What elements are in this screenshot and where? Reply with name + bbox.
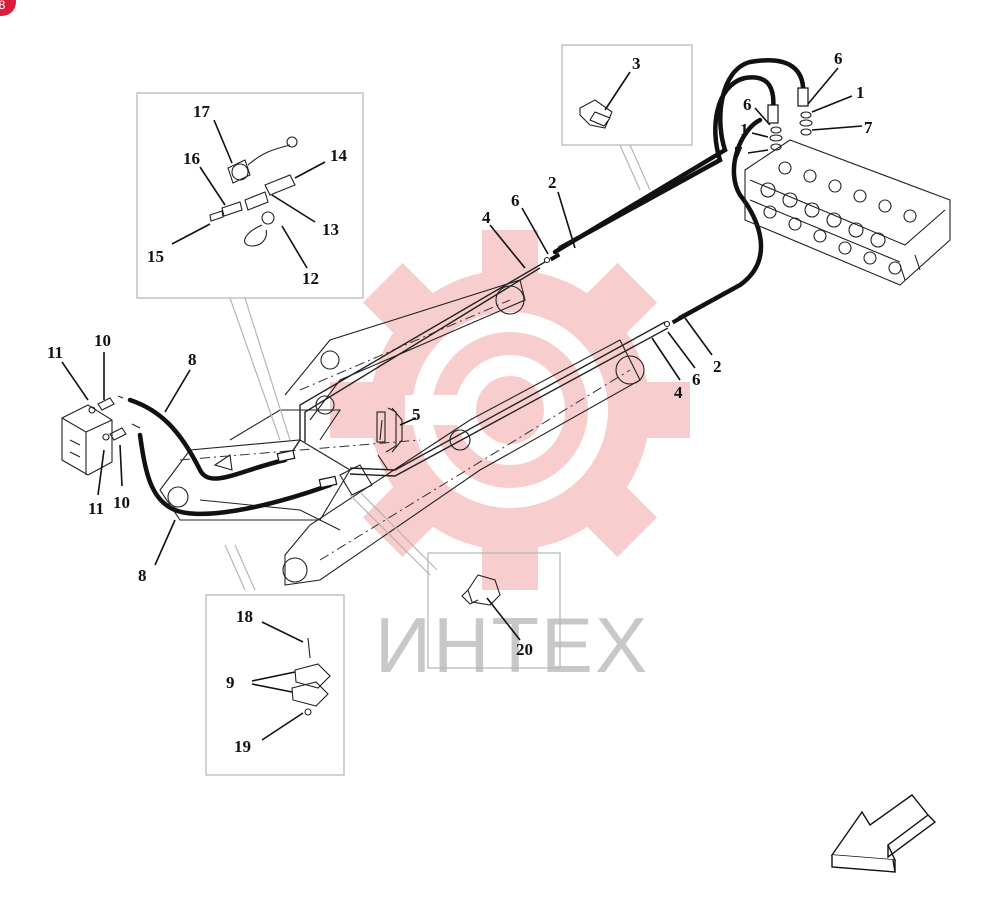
callout-4-lower: 4 — [674, 383, 683, 402]
callout-9: 9 — [226, 673, 235, 692]
callout-18: 18 — [236, 607, 253, 626]
boom-steel-tubes — [289, 261, 669, 496]
direction-arrow-icon — [830, 794, 937, 873]
callout-6-upper: 6 — [834, 49, 843, 68]
watermark-text: ИНТЕХ — [375, 601, 649, 689]
callout-14: 14 — [330, 146, 348, 165]
callout-3: 3 — [632, 54, 641, 73]
watermark-gear-icon — [330, 230, 690, 590]
detail-box-clamp — [561, 44, 693, 191]
callout-17: 17 — [193, 102, 211, 121]
callout-20: 20 — [516, 640, 533, 659]
hose-end-fittings — [543, 87, 813, 328]
leader-lines — [61, 67, 863, 741]
callout-10-upper: 10 — [94, 331, 111, 350]
callout-2-lower: 2 — [713, 357, 722, 376]
callout-1-upper: 1 — [856, 83, 865, 102]
callout-6-lower: 6 — [743, 95, 752, 114]
callout-7-upper: 7 — [864, 118, 873, 137]
callout-11-lower: 11 — [88, 499, 104, 518]
callout-19: 19 — [234, 737, 251, 756]
callout-2-upper: 2 — [548, 173, 557, 192]
corner-badge-number: 8 — [0, 0, 6, 12]
callout-1-lower: 1 — [740, 120, 749, 139]
callout-12: 12 — [302, 269, 319, 288]
callout-6-lower-hose: 6 — [692, 370, 701, 389]
control-valve — [744, 139, 951, 286]
attachment-valve-block — [61, 397, 127, 476]
callout-10-lower: 10 — [113, 493, 130, 512]
detail-box-plug — [349, 491, 561, 669]
callout-5: 5 — [412, 405, 421, 424]
callout-16: 16 — [183, 149, 200, 168]
callout-5-bracket — [385, 407, 397, 453]
callout-8-upper: 8 — [188, 350, 197, 369]
detail-box-hose-clamp — [205, 544, 345, 776]
callout-labels: 3 17 16 14 13 15 12 6 1 7 6 1 7 2 6 4 4 … — [47, 49, 873, 756]
callout-11-upper: 11 — [47, 343, 63, 362]
callout-4-upper: 4 — [482, 208, 491, 227]
callout-6-upper-hose: 6 — [511, 191, 520, 210]
callout-15: 15 — [147, 247, 164, 266]
corner-badge: 8 — [0, 0, 16, 16]
detail-box-quick-coupler — [136, 92, 364, 441]
callout-7-lower: 7 — [734, 143, 743, 162]
callout-8-lower: 8 — [138, 566, 147, 585]
hydraulic-hoses — [117, 58, 806, 517]
callout-13: 13 — [322, 220, 339, 239]
